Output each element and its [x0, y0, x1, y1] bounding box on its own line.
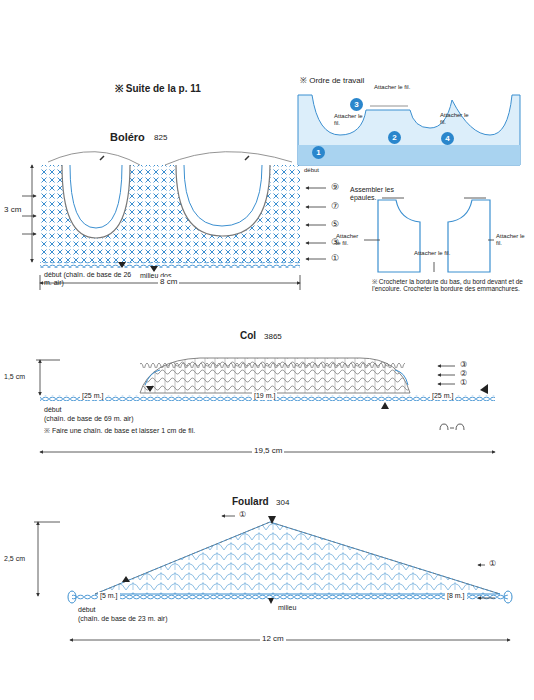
chart-label: milieu [278, 604, 296, 612]
chart-title: Col [240, 330, 256, 342]
order-circle: 3 [350, 98, 363, 111]
chart-label: [25 m.] [430, 392, 455, 400]
chart-label: ③ [460, 360, 467, 369]
chart-label: ⑤ [331, 219, 339, 229]
chart-label: ※ Ordre de travail [300, 76, 364, 85]
chart-label: ⑦ [331, 201, 339, 211]
chart-label: Attacher le fil. [414, 250, 450, 257]
chart-label: début [44, 406, 62, 414]
order-circle: 1 [312, 146, 325, 159]
chart-label: (chaîn. de base de 69 m. air) [44, 415, 134, 423]
chart-label: ① [239, 510, 246, 519]
order-number: 3 [354, 100, 358, 109]
chart-label: [25 m.] [80, 392, 105, 400]
chart-title: Foulard [232, 496, 269, 508]
chart-label: (chaîn. de base de 23 m. air) [78, 615, 168, 623]
chart-label: [19 m.] [252, 392, 277, 400]
chart-label: [8 m.] [445, 592, 467, 600]
chart-label: 304 [276, 498, 289, 507]
order-number: 2 [392, 133, 396, 142]
note-text: ※ Suite de la p. 11 [115, 83, 201, 95]
order-number: 1 [316, 148, 320, 157]
chart-label: Attacher le fil. [496, 233, 528, 247]
chart-label: Attacher le fil. [336, 233, 364, 247]
chart-label: [5 m.] [98, 592, 120, 600]
chart-label: 825 [154, 133, 167, 142]
chart-label: ② [460, 369, 467, 378]
order-circle: 4 [441, 132, 454, 145]
chart-label: ① [489, 559, 496, 568]
chart-title: Boléro [110, 131, 145, 144]
note-text: ※ Crocheter la bordure du bas, du bord d… [372, 278, 530, 293]
note-text: ※ Faire une chaîn. de base et laisser 1 … [44, 427, 195, 435]
order-number: 4 [445, 134, 449, 143]
chart-label: Assembler les épaules. [350, 186, 405, 202]
chart-label: 1,5 cm [4, 373, 25, 381]
order-circle: 2 [388, 131, 401, 144]
chart-label: début [78, 606, 96, 614]
chart-label: ① [331, 253, 339, 263]
chart-label: 19,5 cm [252, 446, 284, 455]
chart-label: ① [460, 378, 467, 387]
chart-label: Attacher le fil. [334, 113, 370, 127]
chart-label: 12 cm [260, 634, 286, 643]
chart-label: Attacher le fil. [374, 84, 410, 91]
chart-label: début (chaîn. de base de 26 m. air) [44, 271, 139, 287]
chart-label: début [304, 167, 319, 174]
chart-label: ⑨ [331, 182, 339, 192]
chart-label: 2,5 cm [4, 555, 25, 563]
chart-label: 3865 [264, 332, 282, 341]
chart-label: 3 cm [4, 205, 21, 214]
chart-label: 8 cm [158, 277, 179, 286]
chart-label: Attacher le fil. [440, 112, 476, 126]
